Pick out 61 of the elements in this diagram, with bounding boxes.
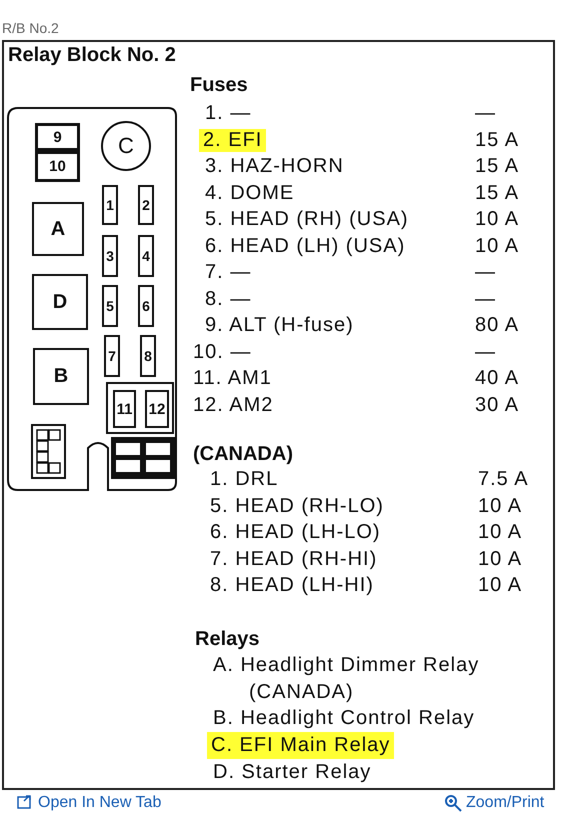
fuse-slot: 1 [102,185,118,225]
relay-socket: B [33,348,89,405]
fuse-slot: 8 [140,335,156,377]
fuse-rating: 15 A [475,128,520,152]
fuse-rating: — [475,102,496,125]
fuse-name: 7. — [205,261,252,284]
fuse-slot: 6 [138,285,154,327]
fuse-slot: 4 [138,235,154,277]
fuse-rating: 10 A [478,548,522,570]
fuse-rating: 40 A [475,367,520,390]
fuse-rating: 10 A [475,234,520,258]
fuse-name: 4. DOME [205,182,294,204]
fuse-slot: 3 [102,235,118,277]
diagram-title: Relay Block No. 2 [8,44,176,67]
relay-name: D. Starter Relay [213,760,372,785]
fuse-rating: 10 A [475,208,520,231]
fuse-slot: 5 [102,285,118,327]
fuse-slot: 10 [35,151,80,182]
fuse-name: 12. AM2 [193,394,274,416]
fuse-name: 1. — [205,102,252,125]
link: Zoom/Print [466,794,544,812]
section-heading: (CANADA) [193,443,293,466]
relay-name: C. EFI Main Relay [207,732,394,759]
fuse-rating: 30 A [475,394,520,416]
relay-socket: D [32,274,88,330]
fuse-name: 9. ALT (H-fuse) [205,314,354,337]
fuse-name: 2. EFI [199,128,266,152]
fuse-slot: 7 [104,335,120,377]
fuse-name: 8. — [205,288,252,310]
fuse-rating: 10 A [478,521,522,544]
fuse-name: 10. — [193,340,252,364]
section-heading: Fuses [190,74,248,97]
fuse-rating: 10 A [478,494,522,518]
fuse-name: 7. HEAD (RH-HI) [210,548,378,570]
fuse-name: 6. HEAD (LH) (USA) [205,234,406,258]
fuse-rating: — [475,261,496,284]
relay-socket: C [101,121,151,171]
fuse-rating: 10 A [478,574,522,597]
fuse-name: 11. AM1 [193,367,272,390]
fuse-name: 5. HEAD (RH) (USA) [205,208,409,231]
relay-socket: A [32,202,84,256]
fuse-rating: 15 A [475,182,520,204]
fuse-rating: 15 A [475,155,520,178]
fuse-name: 5. HEAD (RH-LO) [210,494,384,518]
fuse-name: 3. HAZ-HORN [205,155,344,178]
link: Open In New Tab [38,794,162,812]
fuse-name: 1. DRL [210,468,278,491]
fuse-slot: 11 [113,390,136,428]
fuse-rating: 80 A [475,314,520,337]
fuse-name: 8. HEAD (LH-HI) [210,574,374,597]
fuse-rating: — [475,340,496,364]
fuse-name: 6. HEAD (LH-LO) [210,521,381,544]
fuse-slot: 2 [138,185,154,225]
fuse-slot: 12 [145,390,169,428]
fuse-slot: 9 [35,123,80,151]
section-heading: Relays [195,628,260,651]
relay-name: B. Headlight Control Relay [213,706,475,731]
relay-name: A. Headlight Dimmer Relay (CANADA) [213,653,480,705]
page-caption: R/B No.2 [2,20,59,36]
fuse-rating: 7.5 A [478,468,529,491]
fuse-rating: — [475,288,496,310]
